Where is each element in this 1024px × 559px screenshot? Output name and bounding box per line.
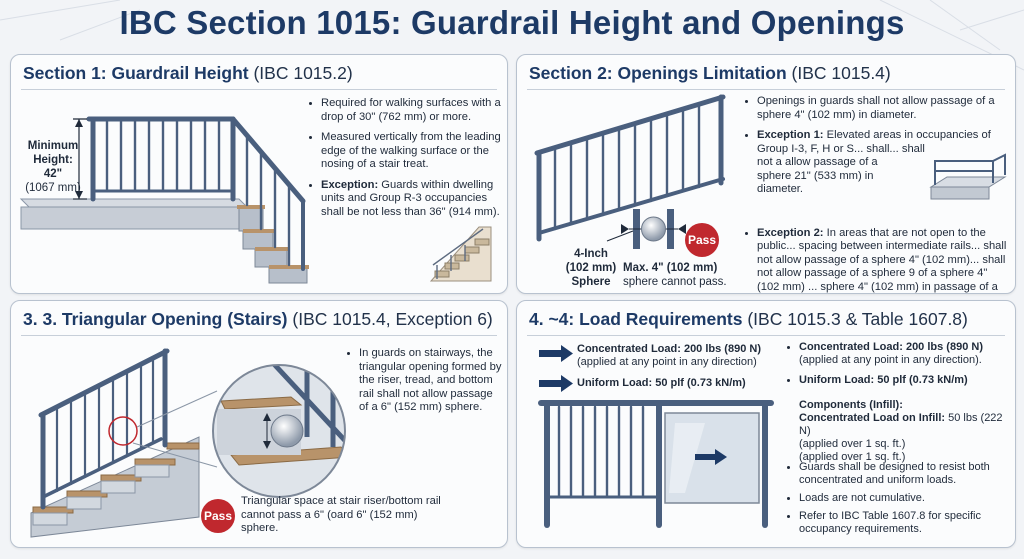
height-label-line-3: (1067 mm) <box>25 182 81 194</box>
r-uni-bold: Uniform Load: 50 plf (0.73 kN/m) <box>799 374 968 386</box>
load-arrows <box>539 345 573 392</box>
section-4-bullet-conc: Concentrated Load: 200 lbs (890 N)(appli… <box>799 341 1009 367</box>
infill-applied-1: (applied over 1 sq. ft.) <box>799 438 906 450</box>
section-1-bullet-3: Exception: Guards within dwelling units … <box>321 179 501 220</box>
section-4-ref: (IBC 1015.3 & Table 1607.8) <box>747 309 968 329</box>
section-3-ref: (IBC 1015.4, Exception 6) <box>292 309 493 329</box>
triangular-opening-illustration <box>30 348 346 538</box>
section-1-ref: (IBC 1015.2) <box>253 63 353 83</box>
section-4-bullets-lower: Guards shall be designed to resist both … <box>787 461 1009 543</box>
max-opening-bold: Max. 4" (102 mm) <box>623 262 718 274</box>
section-4-bullet-1: Guards shall be designed to resist both … <box>799 461 1009 487</box>
section-3-title: 3. 3. Triangular Opening (Stairs) <box>23 309 288 329</box>
conc-bold: Concentrated Load: 200 lbs (890 N) <box>577 343 761 355</box>
exception-label: Exception: <box>321 178 379 191</box>
r-conc-bold: Concentrated Load: 200 lbs (890 N) <box>799 341 983 353</box>
section-2-divider <box>527 89 1005 90</box>
section-1-divider <box>21 89 497 90</box>
section-4-heading: 4. ~4: Load Requirements (IBC 1015.3 & T… <box>529 309 968 330</box>
section-4-bullets: Concentrated Load: 200 lbs (890 N)(appli… <box>787 341 1009 394</box>
uni-bold: Uniform Load: 50 plf (0.73 kN/m) <box>577 377 746 389</box>
max-opening-rest: sphere cannot pass. <box>623 276 727 288</box>
section-1-bullets: Required for walking surfaces with a dro… <box>309 97 501 226</box>
stair-inset-illustration <box>429 226 492 282</box>
exception-1-text-a: Elevated areas in occupancies of Group I… <box>757 129 991 155</box>
load-guardrail-illustration <box>538 400 774 528</box>
components-infill-block: Components (Infill): Concentrated Load o… <box>799 399 1009 464</box>
section-2-bullet-2: Exception 1: Elevated areas in occupanci… <box>757 129 1009 197</box>
height-label-line-2: Height: 42" <box>33 154 73 180</box>
section-4-bullet-2: Loads are not cumulative. <box>799 492 1009 505</box>
conc-rest: (applied at any point in any direction) <box>577 356 757 368</box>
section-3-divider <box>21 335 497 336</box>
elevated-platform-illustration <box>929 153 1007 200</box>
exception-1-text-b: not a allow passage of a sphere 21" (533… <box>757 156 878 195</box>
openings-illustration <box>534 94 726 249</box>
section-4-title: 4. ~4: Load Requirements <box>529 309 743 329</box>
section-4-panel: 4. ~4: Load Requirements (IBC 1015.3 & T… <box>516 300 1016 548</box>
section-4-bullet-3: Refer to IBC Table 1607.8 for specific o… <box>799 510 1009 536</box>
section-2-ref: (IBC 1015.4) <box>791 63 891 83</box>
max-opening-label: Max. 4" (102 mm) sphere cannot pass. <box>623 261 743 289</box>
sphere-label-2: (102 mm) <box>565 262 617 274</box>
exception-1-label: Exception 1: <box>757 129 824 141</box>
sphere-label-1: 4-Inch <box>574 248 608 260</box>
minimum-height-label: Minimum Height: 42" (1067 mm) <box>25 139 81 195</box>
triangle-note: Triangular space at stair riser/bottom r… <box>241 495 441 534</box>
triangle-pass-badge: Pass <box>201 499 235 533</box>
section-2-title: Section 2: Openings Limitation <box>529 63 787 83</box>
section-2-bullet-3: Exception 2: In areas that are not open … <box>757 226 1009 294</box>
page-title: IBC Section 1015: Guardrail Height and O… <box>119 4 905 41</box>
section-1-bullet-2: Measured vertically from the leading edg… <box>321 131 501 172</box>
sphere-label: 4-Inch (102 mm) Sphere <box>561 247 621 289</box>
section-1-panel: Section 1: Guardrail Height (IBC 1015.2) <box>10 54 508 294</box>
section-2-heading: Section 2: Openings Limitation (IBC 1015… <box>529 63 891 84</box>
section-1-heading: Section 1: Guardrail Height (IBC 1015.2) <box>23 63 353 84</box>
section-3-heading: 3. 3. Triangular Opening (Stairs) (IBC 1… <box>23 309 493 330</box>
pass-badge: Pass <box>685 223 719 257</box>
exception-2-label: Exception 2: <box>757 226 824 239</box>
section-2-bullet-1: Openings in guards shall not allow passa… <box>757 95 1009 122</box>
components-heading: Components (Infill): <box>799 399 903 411</box>
concentrated-load-label: Concentrated Load: 200 lbs (890 N) (appl… <box>577 343 777 369</box>
section-2-panel: Section 2: Openings Limitation (IBC 1015… <box>516 54 1016 294</box>
section-2-bullets: Openings in guards shall not allow passa… <box>745 95 1009 294</box>
guardrail-height-illustration <box>19 116 309 284</box>
sphere-label-3: Sphere <box>571 276 611 288</box>
section-3-panel: 3. 3. Triangular Opening (Stairs) (IBC 1… <box>10 300 508 548</box>
infill-load-bold: Concentrated Load on Infill: <box>799 412 946 424</box>
exception-text: Guards within dwelling units and Group R… <box>321 178 500 218</box>
r-conc-rest: (applied at any point in any direction). <box>799 354 982 366</box>
height-label-line-1: Minimum <box>27 140 79 152</box>
section-1-title: Section 1: Guardrail Height <box>23 63 249 83</box>
section-1-bullet-1: Required for walking surfaces with a dro… <box>321 97 501 124</box>
infill-load-value: 50 lbs (222 N) <box>799 412 1003 437</box>
section-4-divider <box>527 335 1005 336</box>
infill-applied-2: (applied over 1 sq. ft.) <box>799 451 906 463</box>
section-4-bullet-uni: Uniform Load: 50 plf (0.73 kN/m) <box>799 374 1009 387</box>
section-3-bullet-1: In guards on stairways, the triangular o… <box>359 347 503 415</box>
uniform-load-label: Uniform Load: 50 plf (0.73 kN/m) <box>577 376 777 390</box>
section-3-bullets: In guards on stairways, the triangular o… <box>347 347 503 422</box>
exception-2-text: In areas that are not open to the public… <box>757 226 1007 293</box>
